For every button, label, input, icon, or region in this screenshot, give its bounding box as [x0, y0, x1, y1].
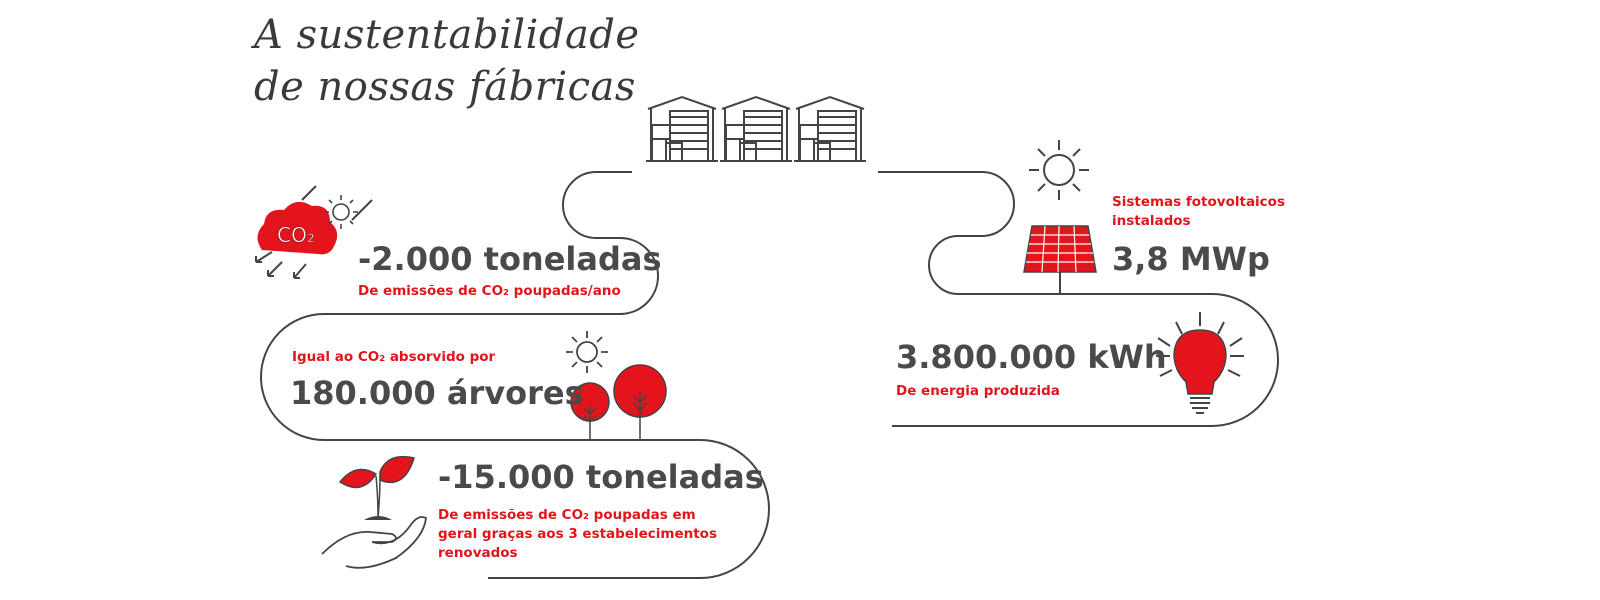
stat-co2-year-value: -2.000 toneladas: [358, 240, 662, 278]
stat-solar-value: 3,8 MWp: [1112, 240, 1270, 278]
stat-co2-total-caption: De emissões de CO₂ poupadas em geral gra…: [438, 507, 717, 561]
path-line-left: [260, 171, 770, 579]
plant-in-hand-icon: [321, 455, 427, 569]
path-line-right: [878, 171, 1279, 427]
stat-energy-value: 3.800.000 kWh: [896, 338, 1167, 376]
page-title-line-2: de nossas fábricas: [254, 64, 636, 110]
solar-panel-icon: [1023, 225, 1097, 294]
sun-icon: [1029, 140, 1089, 200]
svg-text:CO₂: CO₂: [277, 223, 315, 247]
tree-icon: [570, 364, 667, 440]
factory-icon: [646, 95, 866, 162]
stat-trees-caption: Igual ao CO₂ absorvido por: [292, 349, 496, 365]
light-bulb-icon: [1156, 312, 1244, 414]
sun-icon: [566, 331, 608, 373]
page-title-line-1: A sustentabilidade: [254, 12, 640, 58]
co2-cloud-icon: CO₂: [255, 185, 373, 279]
stat-co2-total-value: -15.000 toneladas: [438, 458, 764, 496]
stat-trees-value: 180.000 árvores: [290, 374, 584, 412]
stat-co2-year-caption: De emissões de CO₂ poupadas/ano: [358, 283, 621, 299]
stat-solar-caption: Sistemas fotovoltaicos instalados: [1112, 194, 1285, 229]
stat-energy-caption: De energia produzida: [896, 383, 1060, 399]
